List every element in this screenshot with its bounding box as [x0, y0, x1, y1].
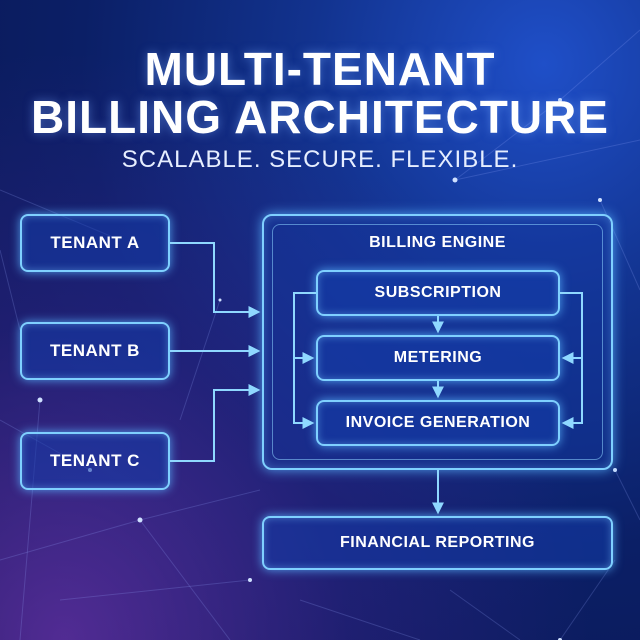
page-title-line-1: MULTI-TENANT: [144, 43, 496, 95]
invoice-generation-box: INVOICE GENERATION: [316, 400, 560, 446]
tagline: SCALABLE. SECURE. FLEXIBLE.: [121, 146, 519, 173]
subscription-box: SUBSCRIPTION: [316, 270, 560, 316]
tenant-a-box: TENANT A: [20, 214, 170, 272]
page-title-line-2: BILLING ARCHITECTURE: [31, 91, 609, 143]
billing-engine-inner-frame: [272, 224, 603, 460]
metering-box: METERING: [316, 335, 560, 381]
tenant-c-box: TENANT C: [20, 432, 170, 490]
billing-engine-label: BILLING ENGINE: [369, 234, 506, 251]
tenant-b-box: TENANT B: [20, 322, 170, 380]
financial-reporting-box: FINANCIAL REPORTING: [262, 516, 613, 570]
